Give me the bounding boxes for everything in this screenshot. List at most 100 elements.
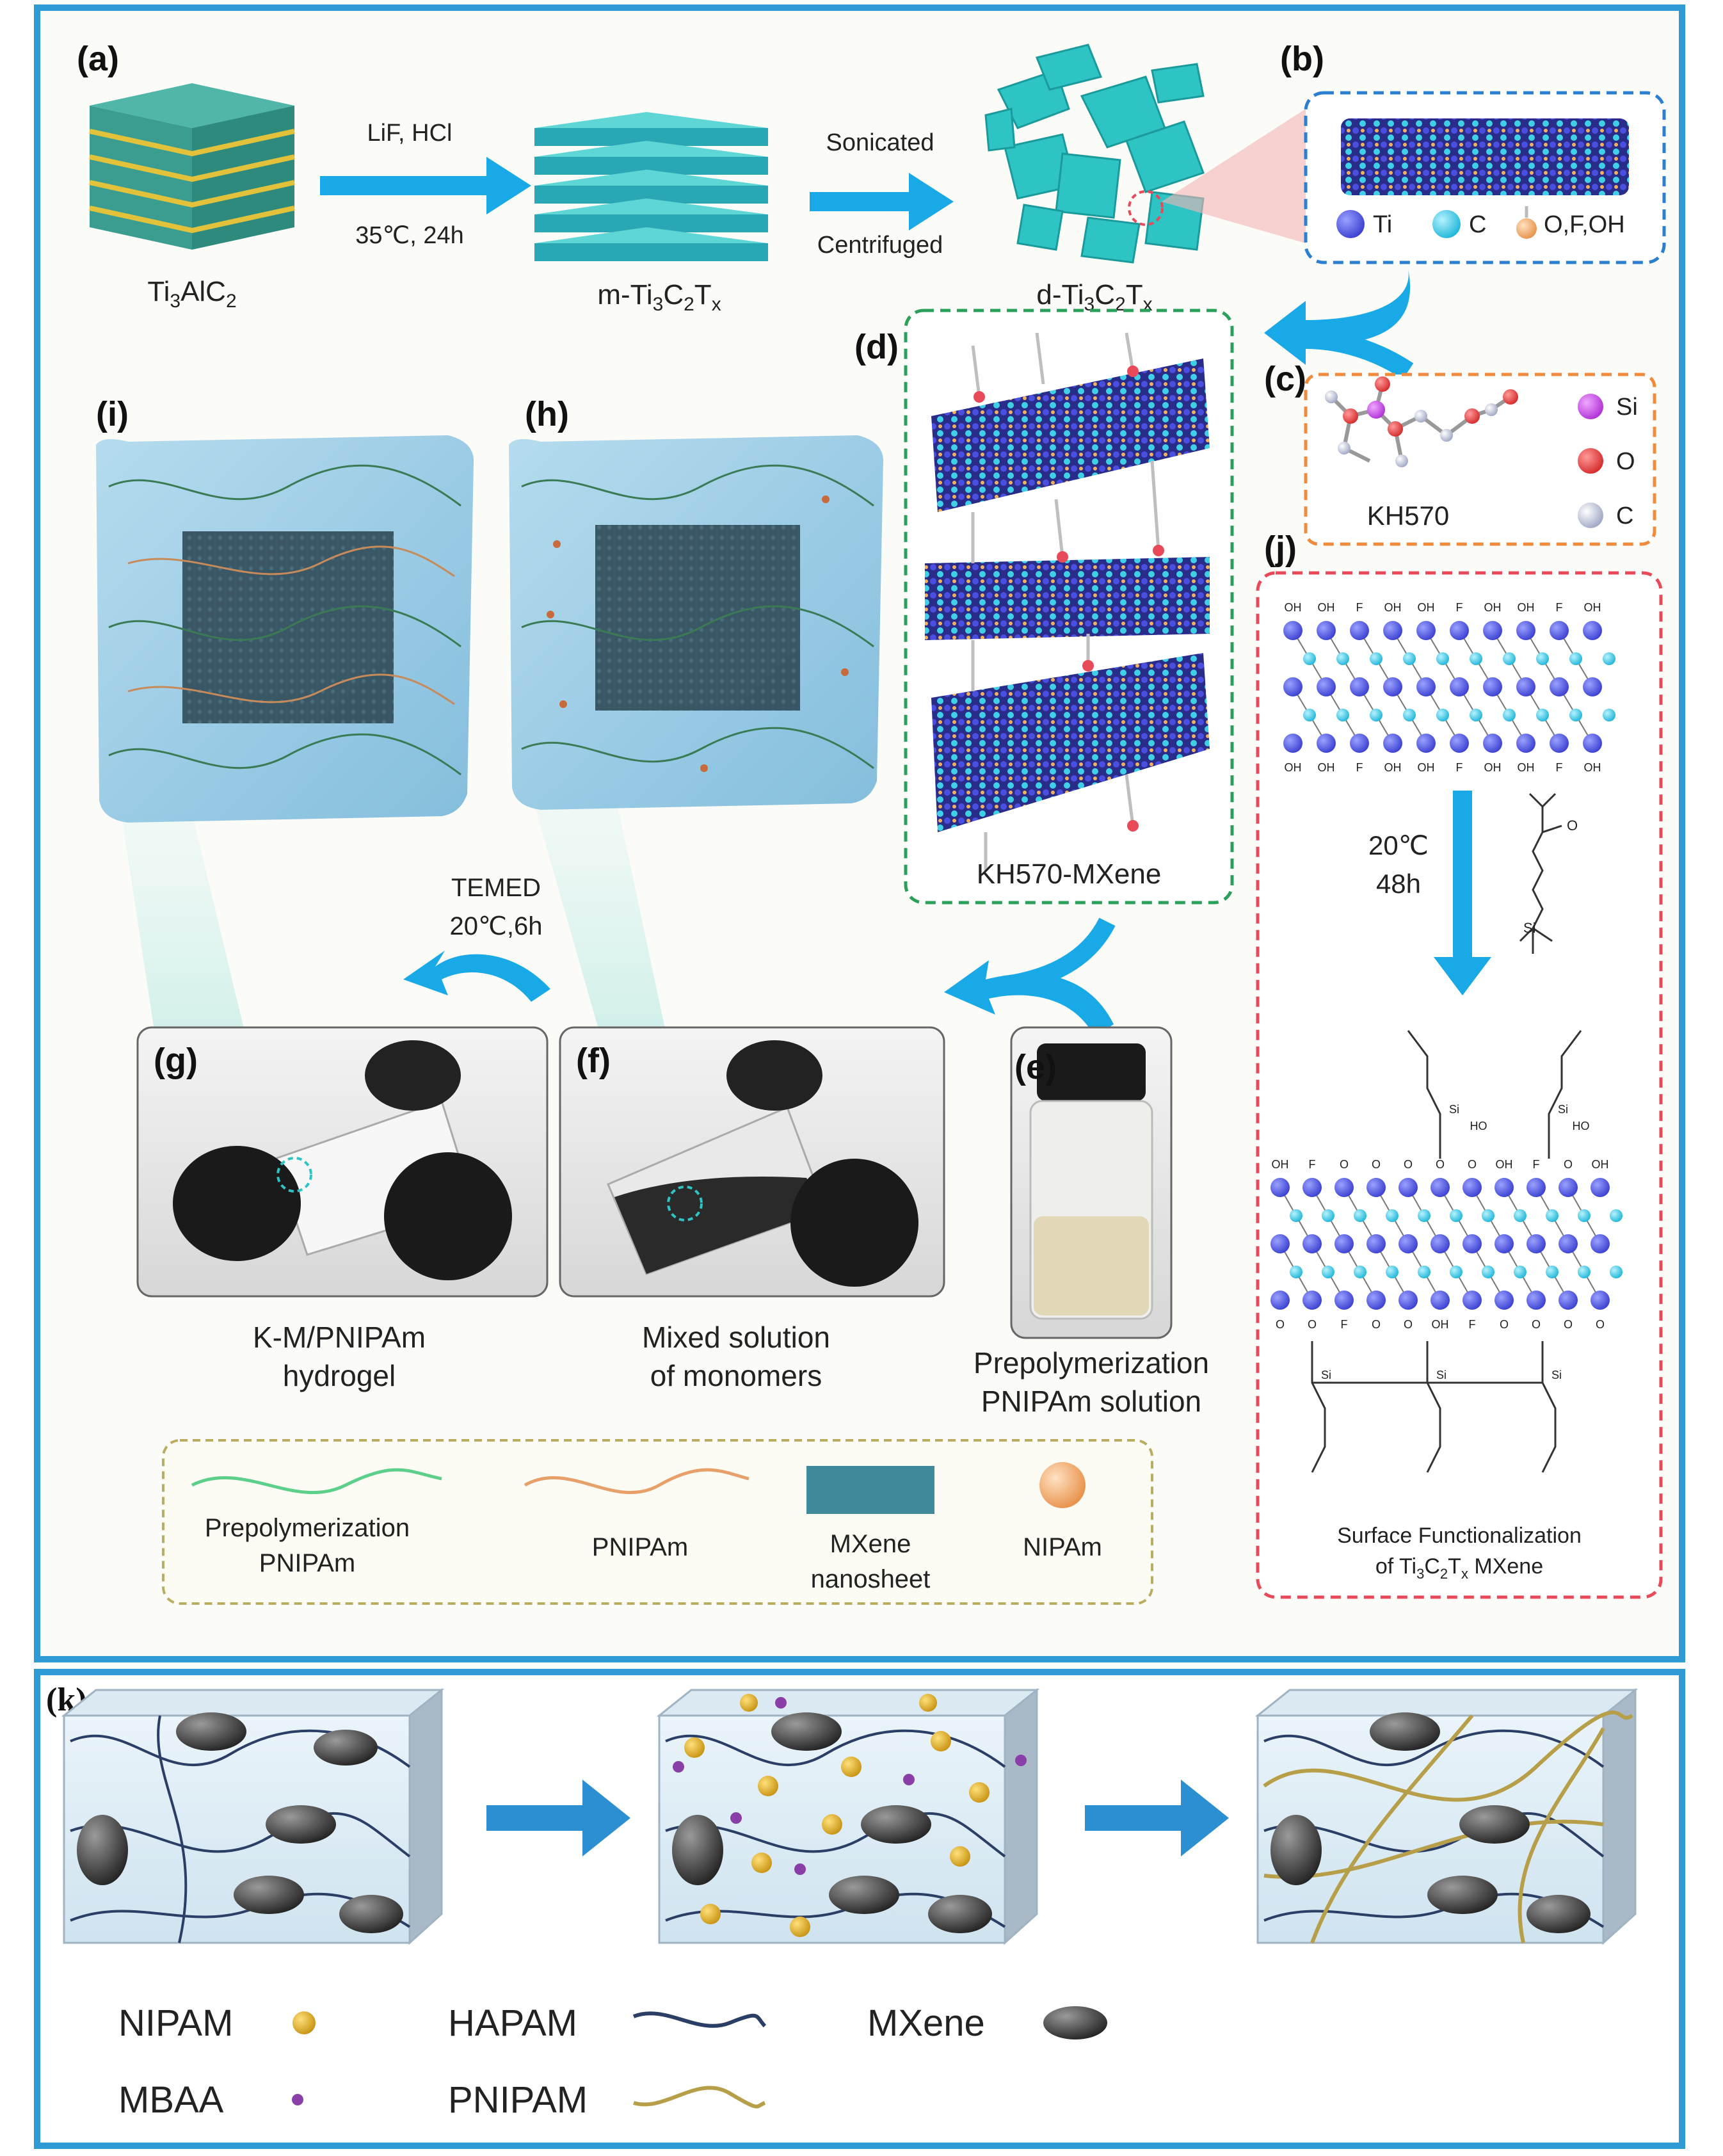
vial-e [1029, 1043, 1153, 1320]
lattice-ti-atom [1366, 1234, 1386, 1253]
lattice-c-atom [1370, 709, 1382, 721]
lattice-ti-atom [1334, 1291, 1354, 1310]
gel-cube-h [509, 435, 883, 810]
lattice-c-atom [1336, 652, 1349, 665]
lattice-ti-atom [1302, 1291, 1322, 1310]
lattice-c-atom [1436, 709, 1449, 721]
lattice-c-atom [1546, 1266, 1559, 1278]
lattice-ti-atom [1350, 677, 1369, 696]
lattice-ti-atom [1383, 621, 1402, 640]
pnipam-line-icon [633, 2086, 766, 2109]
lattice-c-atom [1290, 1209, 1302, 1222]
ti3alc2-label: Ti3AlC2 [147, 276, 236, 312]
lattice-ti-atom [1317, 621, 1336, 640]
arrow-delaminate [810, 173, 954, 230]
d-mxene-flakes [984, 44, 1205, 264]
lattice-c-atom [1546, 1209, 1559, 1222]
legend-b-ofoh: O,F,OH [1544, 211, 1625, 238]
lattice-group-label: OH [1592, 1158, 1609, 1171]
mxene-nanosheet-icon [806, 1466, 934, 1514]
pnipam-curve-icon [524, 1468, 749, 1494]
mbaa-dot-icon [292, 2094, 303, 2105]
si-atom-icon [1578, 394, 1603, 419]
silane-bond [1407, 1030, 1441, 1159]
arrow-merge-c-branch [1305, 330, 1414, 380]
lattice-ti-atom [1398, 1291, 1418, 1310]
legend-c-si: Si [1616, 394, 1638, 421]
legend-k-mbaa: MBAA [118, 2079, 224, 2121]
zoom-cone-b [1162, 109, 1306, 243]
lattice-ti-atom [1283, 734, 1302, 753]
lattice-c-atom [1303, 709, 1316, 721]
lattice-group-label: OH [1285, 601, 1302, 614]
lattice-group-label: Si [1449, 1103, 1459, 1116]
lattice-ti-atom [1430, 1178, 1450, 1197]
panel-label-i: (i) [96, 395, 129, 433]
lattice-c-atom [1603, 652, 1615, 665]
lattice-ti-atom [1559, 1178, 1578, 1197]
grafting-temp: 20℃ [1368, 830, 1429, 860]
lattice-ti-atom [1350, 621, 1369, 640]
lattice-group-label: F [1341, 1318, 1348, 1331]
lattice-ti-atom [1591, 1291, 1610, 1310]
legend-mid-pnipam: PNIPAm [592, 1533, 688, 1561]
lattice-group-label: OH [1384, 761, 1402, 774]
lattice-group-label: F [1356, 761, 1363, 774]
ti-atom-icon [1336, 210, 1365, 238]
legend-mid-nipam: NIPAm [1023, 1533, 1102, 1561]
lattice-group-label: OH [1318, 761, 1335, 774]
lattice-c-atom [1354, 1209, 1366, 1222]
c-atom-icon [1432, 210, 1461, 238]
lattice-ti-atom [1550, 677, 1569, 696]
lattice-group-label: O [1532, 1318, 1541, 1331]
lattice-ti-atom [1416, 621, 1436, 640]
c-atom-icon-c [1578, 503, 1603, 528]
lattice-ti-atom [1550, 621, 1569, 640]
prepolymer-curve-icon [191, 1468, 442, 1495]
panel-j-caption-line1: Surface Functionalization [1337, 1524, 1582, 1548]
legend-k-mxene: MXene [867, 2002, 985, 2044]
lattice-group-label: F [1309, 1158, 1316, 1171]
lattice-group-label: OH [1384, 601, 1402, 614]
lattice-ti-atom [1483, 677, 1502, 696]
arrow-k2 [1085, 1780, 1229, 1856]
panel-c-box [1304, 373, 1656, 546]
lattice-group-label: O [1372, 1158, 1381, 1171]
ti3alc2-stack [89, 83, 295, 250]
vial-f [607, 1040, 918, 1287]
kh570-skeletal-o: O [1567, 817, 1578, 833]
lattice-ti-atom [1334, 1234, 1354, 1253]
lattice-ti-atom [1283, 621, 1302, 640]
lattice-ti-atom [1317, 734, 1336, 753]
lattice-c-atom [1403, 709, 1416, 721]
lattice-ti-atom [1334, 1178, 1354, 1197]
lattice-ti-atom [1516, 677, 1535, 696]
lattice-ti-atom [1302, 1178, 1322, 1197]
kh570-skeletal-si: Si [1523, 920, 1536, 936]
ofoh-atom-icon [1516, 218, 1537, 239]
lattice-group-label: OH [1318, 601, 1335, 614]
lattice-c-atom [1322, 1209, 1334, 1222]
lattice-ti-atom [1450, 734, 1469, 753]
lattice-group-label: Si [1558, 1103, 1568, 1116]
lattice-group-label: Si [1551, 1369, 1562, 1381]
lattice-group-label: O [1468, 1158, 1477, 1171]
kh570-atoms [1325, 376, 1518, 467]
lattice-ti-atom [1559, 1234, 1578, 1253]
lattice-ti-atom [1527, 1291, 1546, 1310]
lattice-group-label: O [1436, 1158, 1445, 1171]
lattice-group-label: F [1469, 1318, 1476, 1331]
lattice-c-atom [1354, 1266, 1366, 1278]
vial-g [173, 1040, 512, 1280]
legend-b-c: C [1469, 211, 1486, 238]
lattice-group-label: HO [1573, 1120, 1590, 1132]
legend-k-nipam: NIPAM [118, 2002, 233, 2044]
caption-e-line1: Prepolymerization [974, 1346, 1209, 1380]
panel-label-b: (b) [1280, 40, 1324, 78]
lattice-c-atom [1418, 1266, 1430, 1278]
silane-bond [1541, 1341, 1557, 1473]
m-mxene-label: m-Ti3C2Tx [597, 279, 721, 315]
arrow-merge-bottom [944, 960, 1114, 1037]
lattice-c-atom [1403, 652, 1416, 665]
